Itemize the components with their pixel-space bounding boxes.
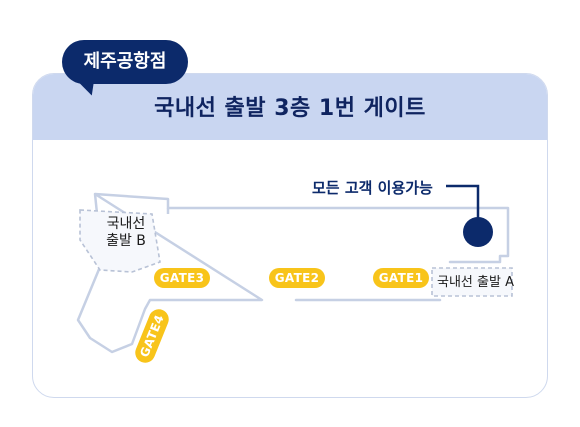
location-marker <box>463 217 493 247</box>
departure-b-area <box>79 209 161 273</box>
branch-badge: 제주공항점 <box>62 40 188 84</box>
departure-b-label: 국내선 출발 B <box>104 216 148 250</box>
gate-2: GATE2 <box>269 268 325 288</box>
gate-1: GATE1 <box>373 268 429 288</box>
access-note: 모든 고객 이용가능 <box>312 179 433 197</box>
departure-a-label: 국내선 출발 A <box>437 275 514 290</box>
access-connector <box>446 184 480 222</box>
page-title: 국내선 출발 3층 1번 게이트 <box>154 96 426 121</box>
departure-a-area <box>431 267 513 297</box>
departure-b-line1: 국내선 <box>106 216 146 232</box>
card-header <box>33 74 547 140</box>
departure-b-line2: 출발 B <box>106 233 146 249</box>
gate-3: GATE3 <box>154 268 210 288</box>
